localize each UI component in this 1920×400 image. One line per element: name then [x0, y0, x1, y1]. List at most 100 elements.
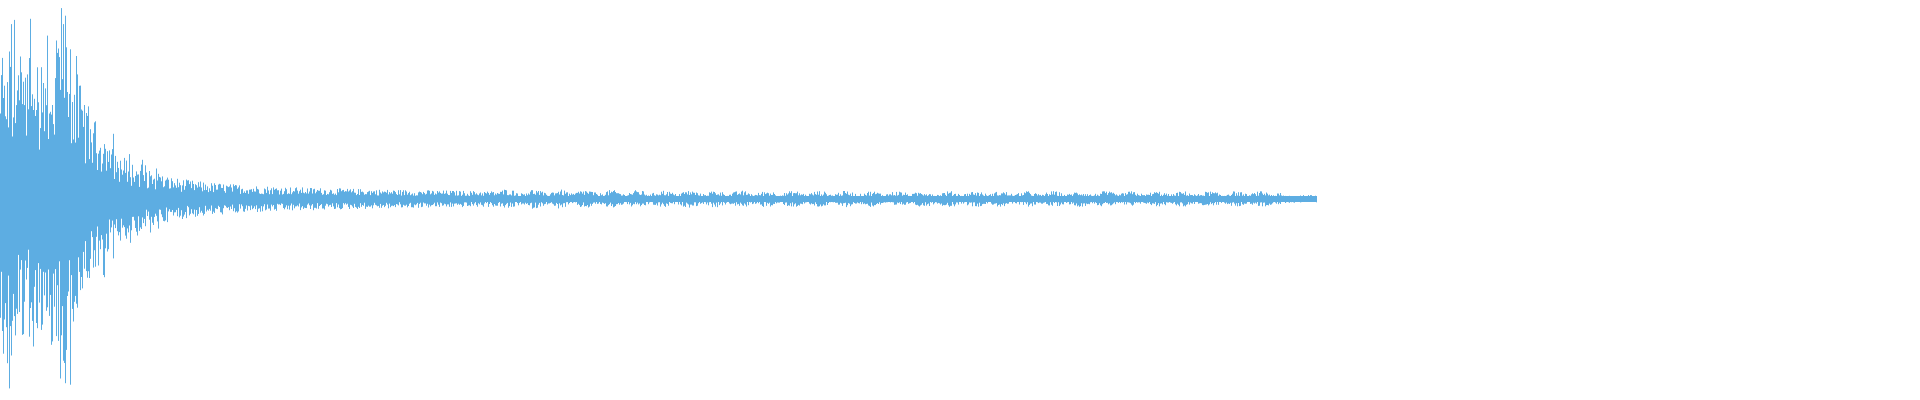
waveform-sample — [1314, 196, 1315, 202]
waveform-sample — [1071, 194, 1072, 202]
waveform-sample — [1307, 196, 1308, 202]
waveform-sample — [658, 195, 659, 203]
waveform-sample — [51, 114, 52, 345]
waveform-sample — [73, 139, 74, 322]
waveform-sample — [281, 188, 282, 204]
waveform-sample — [83, 126, 84, 252]
waveform-sample — [322, 194, 323, 209]
waveform-sample — [34, 98, 35, 287]
waveform-sample — [1082, 195, 1083, 207]
waveform-sample — [848, 194, 849, 204]
waveform-sample — [104, 144, 105, 278]
waveform-sample — [39, 149, 40, 303]
waveform-sample — [641, 194, 642, 205]
waveform-sample — [489, 194, 490, 204]
waveform-sample — [933, 196, 934, 205]
waveform-sample — [972, 192, 973, 207]
waveform-sample — [667, 192, 668, 204]
waveform-sample — [154, 178, 155, 217]
waveform-sample — [1287, 196, 1288, 202]
waveform-sample — [942, 193, 943, 206]
waveform-sample — [628, 195, 629, 202]
waveform-sample — [138, 174, 139, 217]
waveform-sample — [125, 172, 126, 236]
waveform-sample — [999, 195, 1000, 205]
waveform-sample — [784, 193, 785, 205]
waveform-sample — [1021, 193, 1022, 203]
waveform-sample — [980, 194, 981, 207]
waveform-sample — [594, 192, 595, 203]
waveform-sample — [1131, 191, 1132, 205]
waveform-sample — [1038, 194, 1039, 204]
waveform-sample — [431, 193, 432, 206]
waveform-sample — [1228, 194, 1229, 204]
waveform-sample — [176, 187, 177, 210]
waveform-sample — [106, 170, 107, 234]
waveform-sample — [309, 191, 310, 206]
waveform-sample — [475, 194, 476, 203]
waveform-sample — [798, 195, 799, 205]
waveform-sample — [312, 193, 313, 205]
waveform-sample — [386, 192, 387, 203]
waveform-sample — [1227, 194, 1228, 205]
waveform-sample — [1179, 191, 1180, 207]
waveform-sample — [523, 194, 524, 204]
waveform-sample — [288, 193, 289, 206]
waveform-sample — [963, 196, 964, 204]
waveform-sample — [26, 135, 27, 280]
waveform-sample — [244, 191, 245, 212]
waveform-sample — [250, 189, 251, 211]
waveform-sample — [2, 57, 3, 332]
waveform-sample — [345, 191, 346, 204]
waveform-sample — [869, 195, 870, 206]
waveform-sample — [648, 195, 649, 205]
waveform-sample — [363, 192, 364, 206]
waveform-sample — [604, 195, 605, 204]
waveform-sample — [951, 191, 952, 206]
waveform-sample — [371, 191, 372, 206]
waveform-sample — [938, 195, 939, 203]
waveform-sample — [128, 171, 129, 233]
waveform-sample — [674, 195, 675, 205]
waveform-sample — [570, 195, 571, 202]
waveform-sample — [1014, 195, 1015, 202]
waveform-sample — [727, 195, 728, 202]
waveform-sample — [539, 194, 540, 203]
waveform-sample — [1221, 196, 1222, 203]
waveform-sample — [152, 184, 153, 223]
waveform-sample — [817, 191, 818, 207]
waveform-sample — [855, 193, 856, 204]
waveform-sample — [247, 190, 248, 211]
waveform-sample — [317, 190, 318, 204]
waveform-sample — [433, 191, 434, 205]
waveform-sample — [1308, 195, 1309, 202]
waveform-sample — [256, 186, 257, 206]
waveform-sample — [93, 133, 94, 268]
waveform-sample — [1262, 193, 1263, 207]
waveform-sample — [1163, 194, 1164, 202]
waveform-sample — [430, 194, 431, 207]
waveform-sample — [1029, 192, 1030, 205]
waveform-sample — [425, 194, 426, 204]
waveform-sample — [647, 196, 648, 202]
waveform-sample — [692, 191, 693, 206]
waveform-sample — [438, 192, 439, 205]
waveform-sample — [168, 179, 169, 212]
waveform-sample — [610, 193, 611, 203]
waveform-sample — [741, 191, 742, 204]
waveform-sample — [1034, 194, 1035, 205]
waveform-sample — [241, 189, 242, 205]
waveform-sample — [1186, 195, 1187, 205]
waveform-sample — [957, 195, 958, 203]
waveform-sample — [1237, 195, 1238, 207]
waveform-sample — [429, 190, 430, 205]
waveform-sample — [1184, 194, 1185, 206]
waveform-sample — [1183, 193, 1184, 207]
waveform-sample — [685, 192, 686, 207]
waveform-sample — [365, 194, 366, 209]
waveform-sample — [412, 193, 413, 208]
waveform-sample — [121, 169, 122, 219]
waveform-sample — [410, 195, 411, 203]
waveform-sample — [330, 189, 331, 205]
waveform-sample — [664, 195, 665, 206]
